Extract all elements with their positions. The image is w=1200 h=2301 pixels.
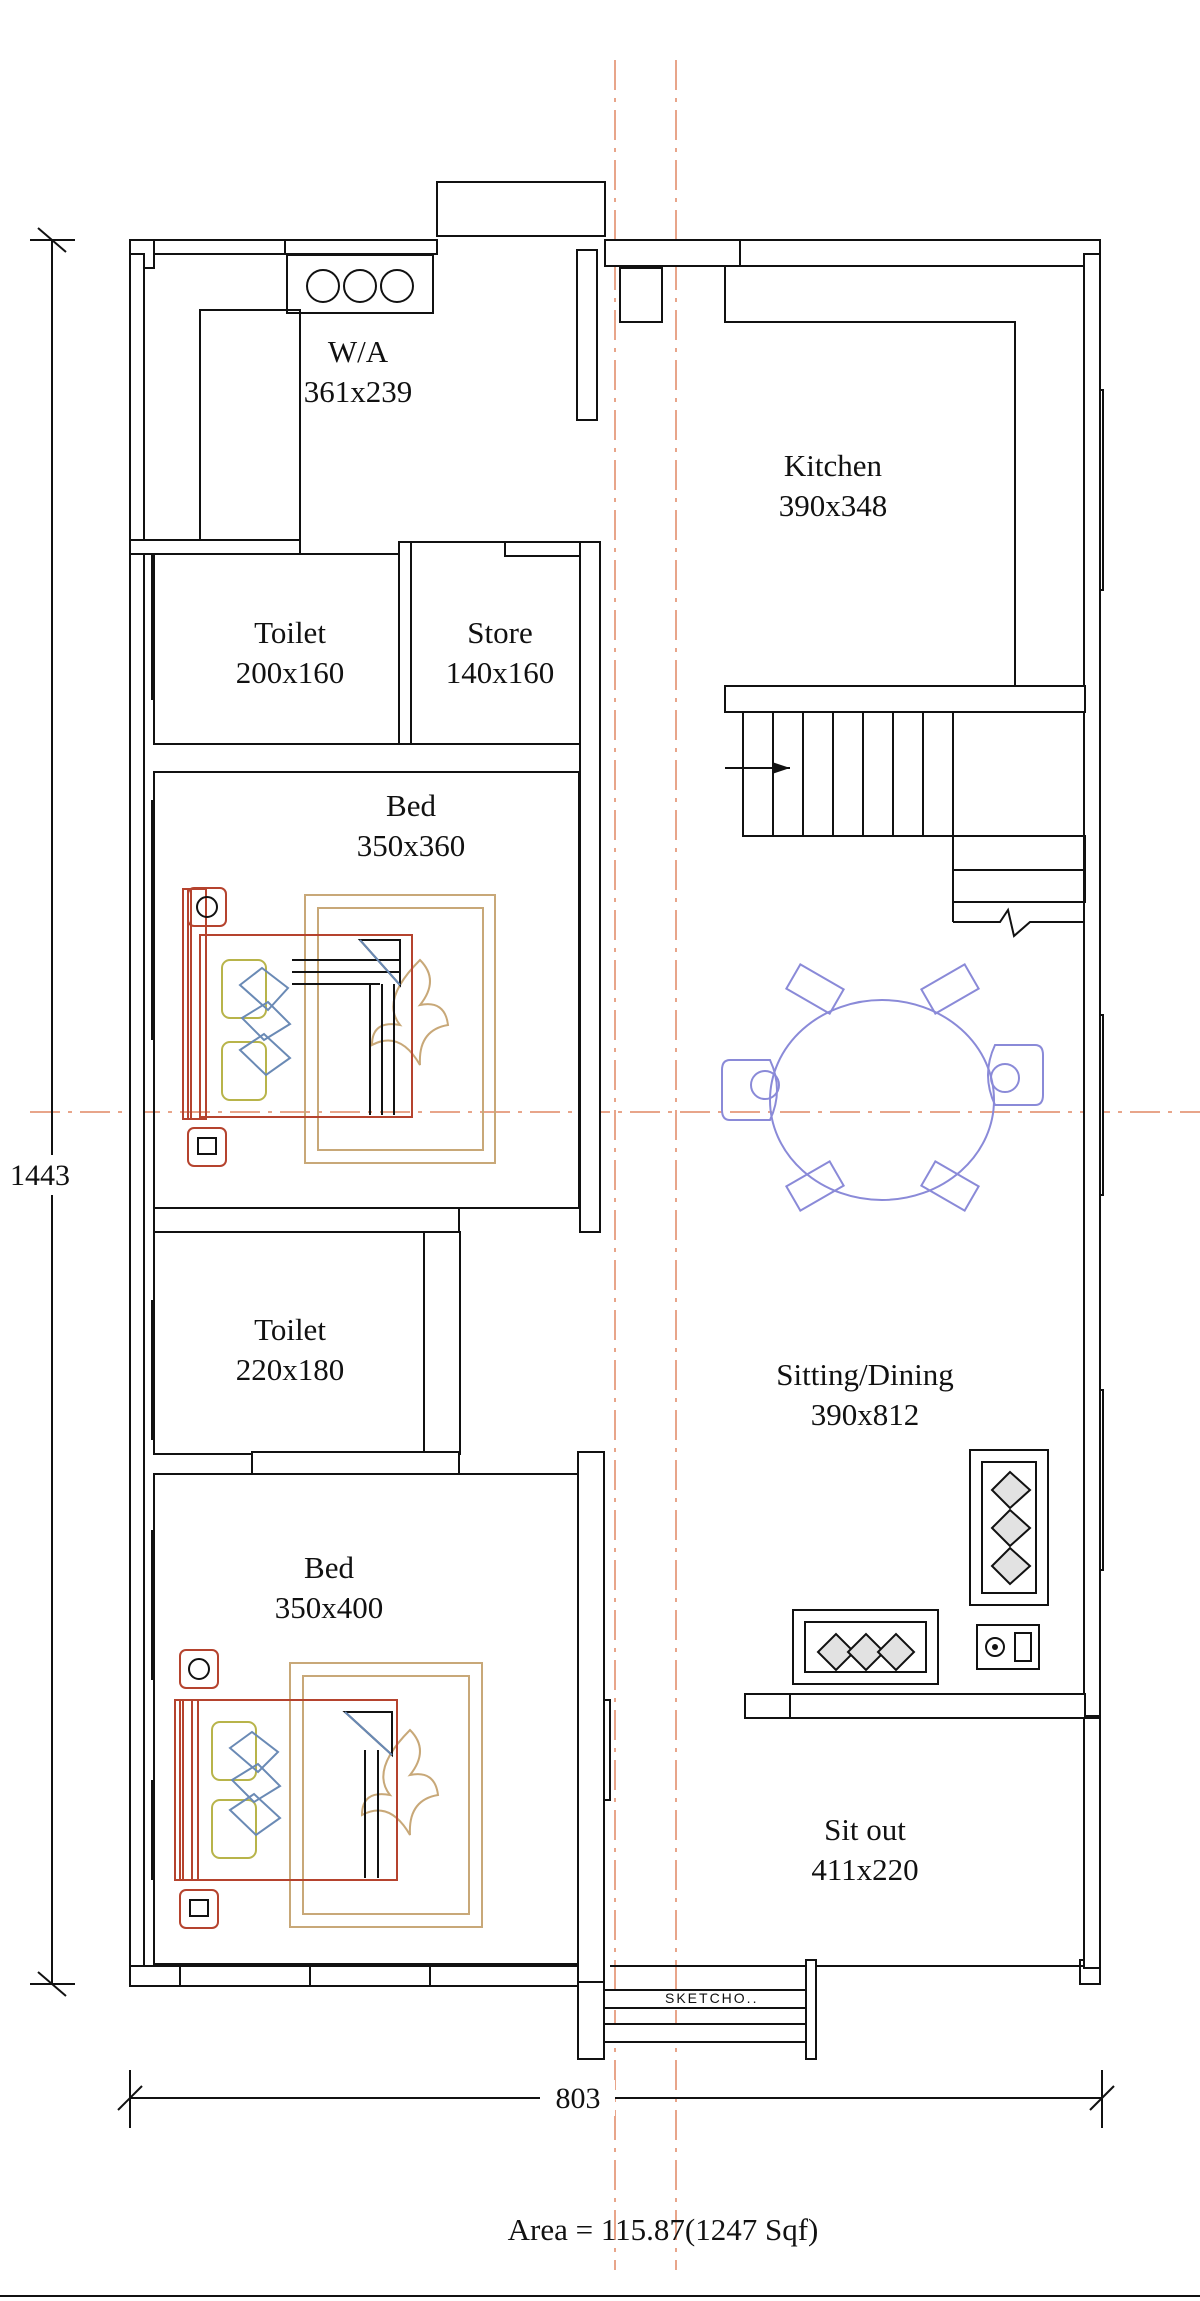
room-label-sit-out: Sit out <box>824 1812 906 1847</box>
room-label-store: Store <box>467 615 532 650</box>
room-size-store: 140x160 <box>446 655 555 690</box>
area-label: Area = 115.87(1247 Sqf) <box>508 2212 819 2247</box>
sofa-set <box>792 1449 1049 1685</box>
dimension-height: 1443 <box>10 1159 70 1192</box>
sketcho-logo: SKETCHO.. <box>665 1990 758 2006</box>
bed-upper-furniture <box>182 887 496 1167</box>
room-label-wa: W/A <box>328 334 389 369</box>
dimension-lines <box>0 227 1115 2128</box>
staircase <box>725 711 1086 938</box>
axis-lines <box>30 60 1200 2270</box>
room-label-kitchen: Kitchen <box>784 448 883 483</box>
room-size-sit-out: 411x220 <box>811 1852 918 1887</box>
dimension-width: 803 <box>556 2082 601 2115</box>
room-size-kitchen: 390x348 <box>779 488 888 523</box>
room-size-bed-lower: 350x400 <box>275 1590 384 1625</box>
room-label-toilet-lower: Toilet <box>254 1312 326 1347</box>
inner-walls <box>129 249 1101 2060</box>
room-label-bed-lower: Bed <box>304 1550 354 1585</box>
bed-lower-furniture <box>174 1649 483 1929</box>
dining-set <box>721 963 1044 1212</box>
room-size-toilet-lower: 220x180 <box>236 1352 345 1387</box>
room-label-bed-upper: Bed <box>386 788 436 823</box>
outer-walls <box>129 181 1104 1987</box>
room-size-toilet-upper: 200x160 <box>236 655 345 690</box>
room-size-bed-upper: 350x360 <box>357 828 466 863</box>
room-label-sitting-dining: Sitting/Dining <box>776 1357 953 1392</box>
room-size-sitting-dining: 390x812 <box>811 1397 920 1432</box>
room-labels: W/A 361x239 Kitchen 390x348 Toilet 200x1… <box>236 334 954 1887</box>
room-label-toilet-upper: Toilet <box>254 615 326 650</box>
room-size-wa: 361x239 <box>304 374 413 409</box>
